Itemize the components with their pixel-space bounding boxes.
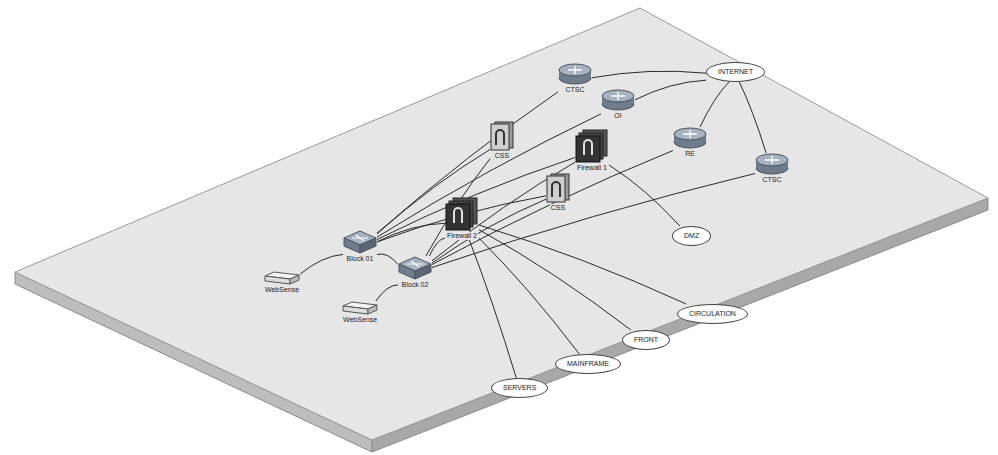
device-label: CSS bbox=[494, 152, 510, 160]
router-icon: CTSC bbox=[558, 63, 592, 94]
network-link bbox=[377, 223, 445, 242]
router-icon: CTSC bbox=[755, 153, 789, 184]
network-cloud: SERVERS bbox=[491, 378, 548, 398]
device-symbol bbox=[673, 127, 707, 149]
device-symbol bbox=[755, 153, 789, 175]
network-link bbox=[432, 199, 546, 263]
device-label: INTERNET bbox=[717, 68, 754, 76]
device-symbol bbox=[398, 256, 432, 280]
network-link bbox=[700, 82, 729, 127]
network-link bbox=[432, 162, 575, 261]
device-label: Block 01 bbox=[346, 255, 375, 263]
network-link bbox=[609, 165, 680, 226]
device-symbol bbox=[490, 121, 514, 151]
device-label: WebSense bbox=[342, 316, 378, 324]
network-cloud: INTERNET bbox=[706, 62, 765, 82]
device-label: DMZ bbox=[683, 232, 700, 240]
firewall-icon: Firewall 1 bbox=[575, 129, 609, 172]
switch-icon: Block 02 bbox=[398, 256, 432, 289]
device-label: CTSC bbox=[564, 86, 585, 94]
switch-icon: Block 01 bbox=[343, 230, 377, 263]
device-label: FRONT bbox=[633, 336, 659, 344]
appliance-icon: WebSense bbox=[264, 271, 300, 294]
network-cloud: MAINFRAME bbox=[555, 354, 621, 374]
device-symbol bbox=[343, 230, 377, 254]
network-link bbox=[635, 80, 706, 100]
network-cloud: FRONT bbox=[622, 330, 670, 350]
device-label: Block 02 bbox=[401, 281, 430, 289]
router-icon: OI bbox=[601, 89, 635, 120]
device-symbol bbox=[264, 271, 300, 285]
network-link bbox=[469, 240, 516, 378]
network-link bbox=[376, 285, 398, 301]
network-link bbox=[479, 238, 579, 354]
device-label: CSS bbox=[550, 204, 566, 212]
network-link bbox=[377, 196, 546, 242]
device-label: MAINFRAME bbox=[566, 360, 610, 368]
network-link bbox=[432, 174, 755, 268]
network-link bbox=[377, 92, 558, 233]
firewall-icon: Firewall 2 bbox=[445, 197, 479, 240]
network-link bbox=[377, 150, 490, 234]
network-link bbox=[377, 114, 601, 237]
device-symbol bbox=[558, 63, 592, 85]
device-label: Firewall 2 bbox=[446, 232, 478, 240]
network-cloud: DMZ bbox=[672, 226, 711, 246]
content-switch-icon: CSS bbox=[490, 121, 514, 160]
device-symbol bbox=[342, 301, 378, 315]
network-link bbox=[432, 151, 673, 265]
device-label: CIRCULATION bbox=[688, 310, 737, 318]
network-link bbox=[426, 159, 490, 256]
device-symbol bbox=[546, 173, 570, 203]
router-icon: RE bbox=[673, 127, 707, 158]
network-link bbox=[479, 225, 686, 304]
content-switch-icon: CSS bbox=[546, 173, 570, 212]
network-link bbox=[300, 254, 343, 274]
device-symbol bbox=[445, 197, 479, 231]
device-label: RE bbox=[684, 150, 696, 158]
device-symbol bbox=[601, 89, 635, 111]
network-link bbox=[479, 230, 631, 330]
device-label: CTSC bbox=[761, 176, 782, 184]
network-link bbox=[429, 238, 445, 256]
device-label: OI bbox=[613, 112, 622, 120]
network-cloud: CIRCULATION bbox=[677, 304, 748, 324]
device-label: Firewall 1 bbox=[576, 164, 608, 172]
network-link bbox=[739, 82, 766, 153]
device-label: SERVERS bbox=[502, 384, 537, 392]
appliance-icon: WebSense bbox=[342, 301, 378, 324]
network-link bbox=[592, 71, 706, 78]
device-label: WebSense bbox=[264, 286, 300, 294]
network-link bbox=[377, 254, 398, 265]
device-symbol bbox=[575, 129, 609, 163]
